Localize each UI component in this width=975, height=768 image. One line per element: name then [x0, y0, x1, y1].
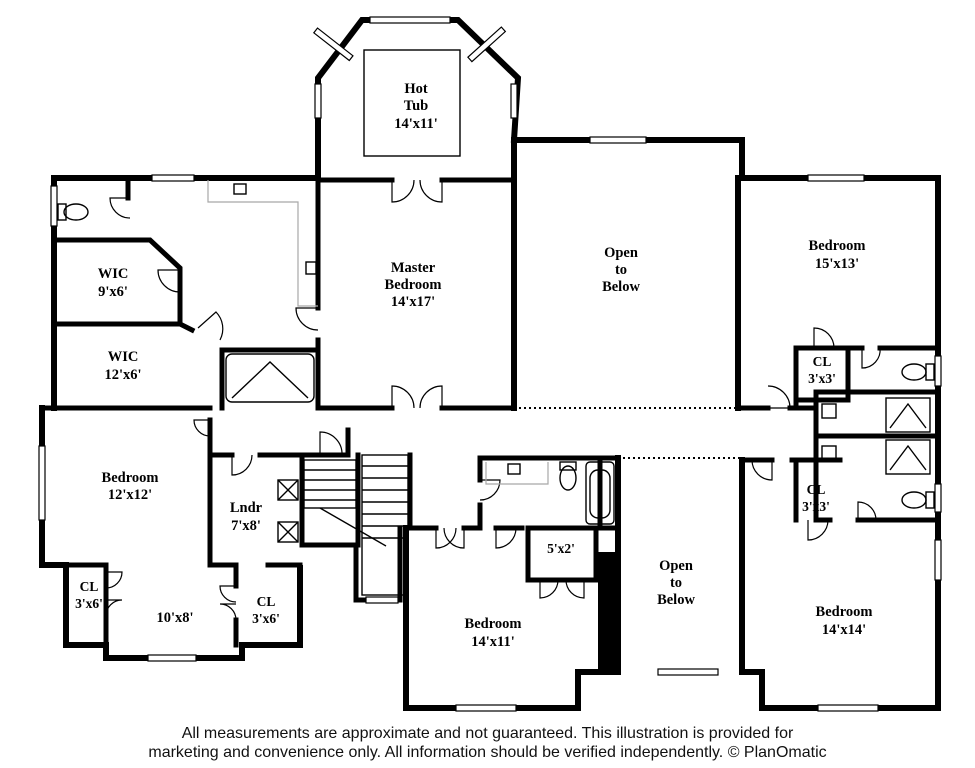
- cl-ne-size: 3'x3': [808, 371, 836, 386]
- laundry-size: 7'x8': [231, 518, 261, 534]
- bathtub-icon: [585, 461, 615, 525]
- toilet-icon: [57, 203, 89, 221]
- toilet-icon: [559, 461, 577, 491]
- stairs: [303, 454, 409, 596]
- chimney-wall: [598, 552, 618, 672]
- open-below-top-line-1: Open: [604, 245, 638, 261]
- room-10x8-size: 10'x8': [156, 610, 193, 626]
- hot-tub-label-2: Tub: [404, 98, 428, 114]
- dryer-icon: [277, 521, 299, 543]
- sink-icon: [821, 445, 837, 461]
- bedroom-se-size: 14'x14': [822, 622, 866, 638]
- sink-icon: [305, 261, 317, 275]
- fixtures: [57, 49, 935, 596]
- open-below-bottom-line-2: to: [670, 575, 682, 591]
- bedroom-w-label: Bedroom: [102, 470, 159, 486]
- cl-s-size: 3'x6': [252, 611, 280, 626]
- sink-icon: [821, 403, 837, 419]
- open-below-top-line-2: to: [615, 262, 627, 278]
- open-below-bottom-line-1: Open: [659, 558, 693, 574]
- disclaimer-line-2: marketing and convenience only. All info…: [148, 744, 827, 761]
- washer-icon: [277, 479, 299, 501]
- disclaimer-line-1: All measurements are approximate and not…: [181, 725, 794, 742]
- cl-ne-label: CL: [813, 354, 832, 369]
- laundry-label: Lndr: [230, 500, 263, 516]
- wic-2-label: WIC: [108, 349, 139, 365]
- wic-1-label: WIC: [98, 266, 129, 282]
- open-below-bottom-line-3: Below: [657, 592, 695, 608]
- wic-2-size: 12'x6': [104, 367, 141, 383]
- bedroom-ne-label: Bedroom: [809, 238, 866, 254]
- bedroom-s-label: Bedroom: [465, 616, 522, 632]
- toilet-icon: [901, 491, 935, 509]
- master-bedroom-label: Master: [391, 260, 436, 276]
- cl-sw-label: CL: [80, 579, 99, 594]
- bedroom-se-label: Bedroom: [816, 604, 873, 620]
- sink-icon: [507, 463, 521, 475]
- hot-tub-label: Hot: [404, 81, 428, 97]
- bedroom-w-size: 12'x12': [108, 487, 152, 503]
- cl-e-size: 3'x3': [802, 499, 830, 514]
- bedroom-s-size: 14'x11': [471, 634, 515, 650]
- master-bedroom-size: 14'x17': [391, 294, 435, 310]
- hot-tub-size: 14'x11': [394, 116, 438, 132]
- cl-s-label: CL: [257, 594, 276, 609]
- exterior-walls: [39, 17, 941, 711]
- doors: [105, 179, 881, 621]
- wic-1-size: 9'x6': [98, 284, 128, 300]
- interior-walls: [39, 175, 941, 672]
- shower-icon: [885, 439, 931, 475]
- room-labels: Hot Tub 14'x11' Master Bedroom 14'x17' O…: [75, 81, 872, 650]
- cl-sw-size: 3'x6': [75, 596, 103, 611]
- toilet-icon: [901, 363, 935, 381]
- cl-e-label: CL: [807, 482, 826, 497]
- disclaimer: All measurements are approximate and not…: [0, 724, 975, 762]
- shower-icon: [225, 353, 315, 403]
- closet-5x2-size: 5'x2': [547, 541, 575, 556]
- open-below-top-line-3: Below: [602, 279, 640, 295]
- windows: [38, 16, 942, 712]
- bedroom-ne-size: 15'x13': [815, 256, 859, 272]
- shower-icon: [885, 397, 931, 433]
- hot-tub-basin: [363, 49, 461, 157]
- master-bedroom-label-2: Bedroom: [385, 277, 442, 293]
- sink-icon: [233, 183, 247, 195]
